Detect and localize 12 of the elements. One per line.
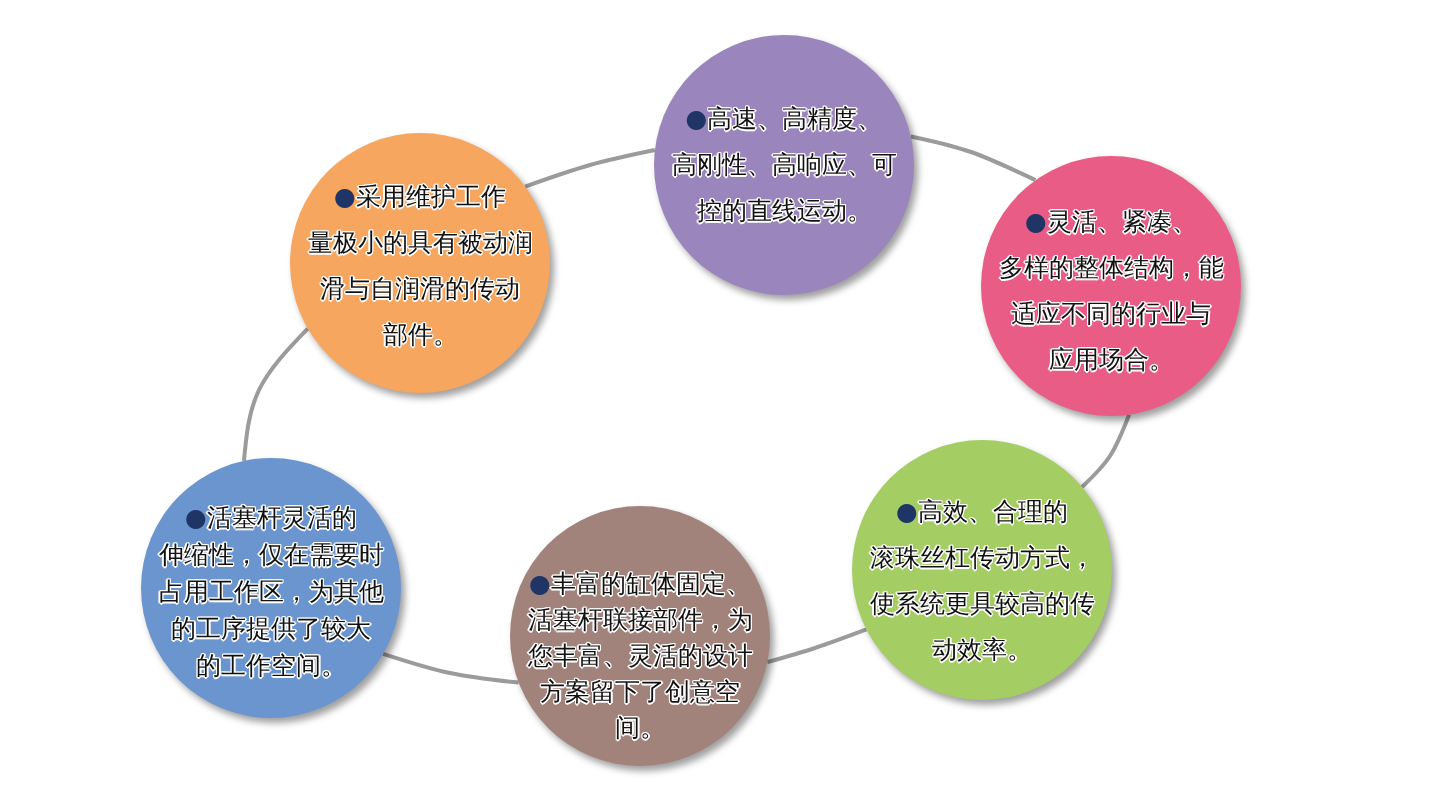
- feature-text: ●高效、合理的滚珠丝杠传动方式，使系统更具较高的传动效率。: [869, 497, 1095, 664]
- connector-line: [766, 627, 868, 665]
- connector-line: [241, 327, 310, 462]
- feature-text: ●高速、高精度、高刚性、高响应、可控的直线运动。: [671, 104, 897, 225]
- connector-line: [1080, 414, 1131, 489]
- connector-line: [524, 148, 656, 189]
- feature-text: ●活塞杆灵活的伸缩性，仅在需要时占用工作区，为其他的工序提供了较大的工作空间。: [158, 503, 384, 680]
- feature-text: ●灵活、紧凑、多样的整体结构，能适应不同的行业与应用场合。: [998, 207, 1224, 374]
- feature-text: ●丰富的缸体固定、活塞杆联接部件，为您丰富、灵活的设计方案留下了创意空间。: [527, 569, 753, 742]
- connector-line: [910, 134, 1037, 182]
- feature-text: ●采用维护工作量极小的具有被动润滑与自润滑的传动部件。: [307, 182, 533, 349]
- connector-line: [382, 651, 519, 685]
